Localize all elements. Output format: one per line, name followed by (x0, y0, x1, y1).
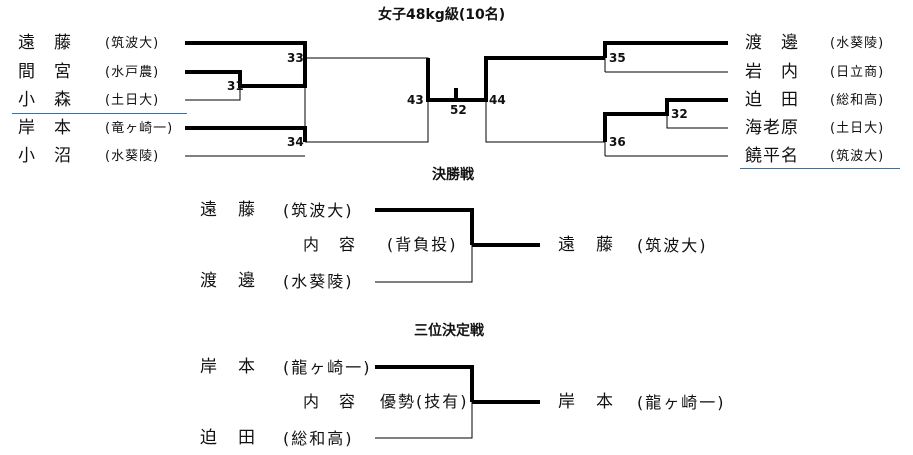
match-number: 34 (287, 135, 304, 149)
left-entrant-school: (筑波大) (105, 36, 160, 51)
right-entrant-name: 岩 内 (745, 62, 799, 82)
final-heading: 決勝戦 (432, 167, 474, 183)
match-number: 43 (407, 93, 424, 107)
right-entrant-name: 渡 邊 (745, 33, 799, 53)
third-entrant-a-school: (龍ヶ崎一) (283, 358, 372, 377)
final-winner-name: 遠 藤 (558, 235, 615, 255)
group-separator-line (12, 113, 187, 114)
right-entrant-name: 迫 田 (745, 90, 799, 110)
right-entrant-school: (土日大) (830, 121, 885, 136)
left-entrant-school: (竜ヶ崎一) (105, 121, 174, 136)
left-entrant-name: 小 沼 (18, 146, 72, 166)
match-number: 44 (489, 93, 506, 107)
left-entrant-school: (水葵陵) (105, 149, 160, 164)
group-separator-line (740, 168, 900, 169)
third-entrant-a-name: 岸 本 (200, 357, 257, 377)
match-number: 52 (450, 103, 467, 117)
third-content-label: 内 容 (303, 392, 358, 411)
left-entrant-name: 小 森 (18, 90, 72, 110)
third-entrant-b-school: (総和高) (283, 429, 354, 448)
third-entrant-b-name: 迫 田 (200, 428, 257, 448)
final-content: (背負投) (387, 235, 458, 254)
match-number: 36 (609, 135, 626, 149)
bracket-title: 女子48kg級(10名) (378, 7, 506, 23)
final-entrant-b-name: 渡 邊 (200, 271, 257, 291)
third-place-heading: 三位決定戦 (414, 323, 484, 339)
final-content-label: 内 容 (303, 235, 358, 254)
right-entrant-school: (日立商) (830, 65, 885, 80)
final-entrant-b-school: (水葵陵) (283, 272, 354, 291)
right-entrant-school: (総和高) (830, 93, 885, 108)
final-entrant-a-school: (筑波大) (283, 201, 354, 220)
third-content: 優勢(技有) (380, 392, 469, 411)
left-entrant-name: 間 宮 (18, 62, 72, 82)
right-entrant-school: (水葵陵) (830, 36, 885, 51)
third-winner-school: (龍ヶ崎一) (637, 393, 726, 412)
right-entrant-school: (筑波大) (830, 149, 885, 164)
final-winner-school: (筑波大) (637, 236, 708, 255)
match-number: 35 (609, 51, 626, 65)
match-number: 31 (227, 79, 244, 93)
left-entrant-school: (土日大) (105, 93, 160, 108)
right-entrant-name: 饒平名 (745, 146, 799, 166)
left-entrant-name: 岸 本 (18, 118, 72, 138)
final-entrant-a-name: 遠 藤 (200, 200, 257, 220)
left-entrant-school: (水戸農) (105, 65, 160, 80)
match-number: 32 (671, 107, 688, 121)
left-entrant-name: 遠 藤 (18, 33, 72, 53)
third-winner-name: 岸 本 (558, 392, 615, 412)
right-entrant-name: 海老原 (745, 118, 799, 138)
match-number: 33 (287, 51, 304, 65)
